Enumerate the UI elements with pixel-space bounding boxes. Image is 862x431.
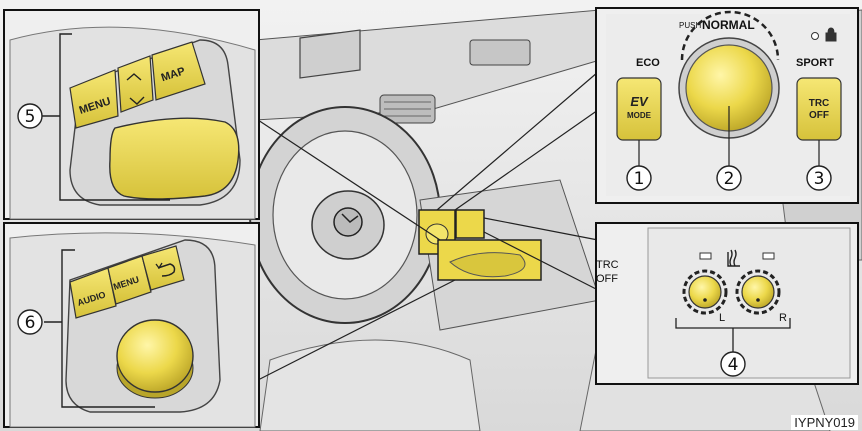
inset-audio-controller: AUDIO MENU 6 (3, 222, 260, 428)
seat-heater-icon (727, 249, 740, 267)
callout-bracket-5 (59, 33, 170, 201)
map-button[interactable] (151, 41, 206, 101)
leader-remote-panel (257, 119, 441, 241)
normal-label: NORMAL (702, 18, 755, 32)
right-heater-indicator (762, 252, 775, 260)
left-heater-indicator (699, 252, 712, 260)
back-arrow-icon (157, 263, 176, 277)
trc-partial-label: TRC (596, 259, 619, 271)
back-button[interactable] (141, 245, 185, 291)
callout-6 (17, 309, 43, 335)
left-knob-ring (682, 269, 728, 315)
trc-button-sublabel: OFF (809, 110, 829, 121)
eco-label: ECO (636, 57, 660, 69)
callout-bracket-6 (61, 249, 155, 408)
indicator-lamp-icon (811, 32, 819, 40)
ev-button-label: EV (630, 94, 649, 109)
driver-seat (259, 339, 481, 431)
inset-remote-touch: MENU MAP 5 (3, 9, 260, 220)
trc-partial-sublabel: OFF (596, 273, 618, 285)
right-knob-ring (735, 269, 781, 315)
right-label: R (779, 312, 787, 324)
right-knob-dot (756, 298, 760, 302)
left-label: L (719, 312, 725, 324)
up-arrow-icon (126, 73, 142, 81)
ev-button-sublabel: MODE (627, 111, 652, 120)
leader-drive-panel-2 (454, 109, 599, 211)
leader-lines (257, 71, 599, 381)
trc-button-label: TRC (809, 98, 830, 109)
back-arrow-head (155, 262, 163, 270)
leader-audio-panel (257, 279, 456, 381)
push-label: PUSH (679, 21, 701, 30)
right-seat-heater-knob[interactable] (741, 275, 775, 309)
callout-5 (17, 103, 43, 129)
callout-1-number: 1 (634, 169, 645, 189)
touchpad[interactable] (109, 117, 240, 200)
callout-3 (806, 165, 832, 191)
lexus-logo-emblem (333, 207, 363, 237)
left-knob-dot (703, 298, 707, 302)
trc-off-button[interactable] (796, 77, 842, 141)
sport-label: SPORT (796, 57, 834, 69)
lock-icon (825, 27, 837, 42)
down-arrow-icon (129, 96, 145, 105)
callout-4-number: 4 (728, 355, 739, 375)
callout-4 (720, 351, 746, 377)
audio-dial[interactable] (116, 319, 194, 393)
inset-seat-heaters: TRC OFF L R 4 (595, 222, 859, 385)
callout-1 (626, 165, 652, 191)
left-seat-heater-knob[interactable] (688, 275, 722, 309)
callout-5-number: 5 (25, 107, 36, 127)
console-highlights (418, 209, 542, 281)
figure-code: IYPNY019 (791, 415, 858, 430)
audio-button[interactable] (69, 267, 117, 319)
side-air-vent (469, 39, 531, 66)
up-down-rocker[interactable] (117, 55, 154, 113)
callout-3-number: 3 (814, 169, 825, 189)
dial-ring (680, 10, 780, 61)
highlight-drive-knob (425, 223, 449, 245)
highlight-seat-heater (455, 209, 485, 239)
menu-button[interactable] (69, 69, 119, 129)
lexus-logo-mark (341, 213, 359, 223)
leader-drive-panel (436, 71, 599, 211)
highlight-touchpad (449, 252, 526, 278)
audio-menu-button[interactable] (107, 255, 152, 305)
callout-6-number: 6 (25, 313, 36, 333)
leader-heater-panel (483, 217, 599, 241)
callout-2 (716, 165, 742, 191)
leader-heater-panel-2 (483, 231, 599, 291)
ev-mode-button[interactable] (616, 77, 662, 141)
center-display (299, 29, 361, 79)
inset-drive-mode: PUSH NORMAL ECO SPORT EV MODE TRC OFF 1 … (595, 7, 859, 204)
callout-2-number: 2 (724, 169, 735, 189)
